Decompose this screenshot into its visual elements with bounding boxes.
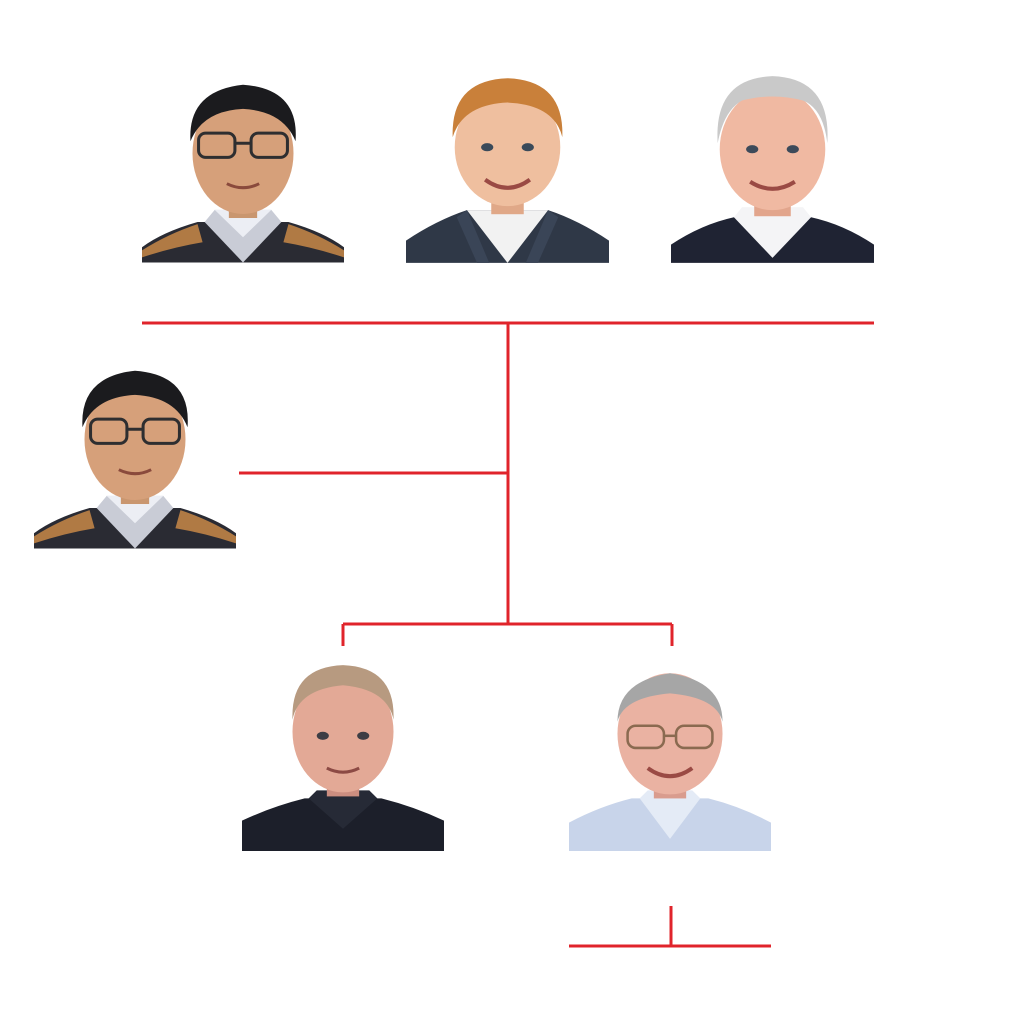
person-photo (569, 673, 771, 851)
portrait-top-left (142, 70, 344, 263)
portrait-bottom-left (242, 658, 444, 852)
person-photo (406, 78, 609, 263)
portrait-top-center (406, 70, 609, 263)
person-photo (34, 370, 236, 549)
portrait-top-right (671, 70, 874, 263)
portrait-mid-left (34, 356, 236, 549)
person-photo (142, 84, 344, 263)
portrait-bottom-right (569, 658, 771, 852)
person-photo (242, 665, 444, 851)
person-photo (671, 76, 874, 263)
